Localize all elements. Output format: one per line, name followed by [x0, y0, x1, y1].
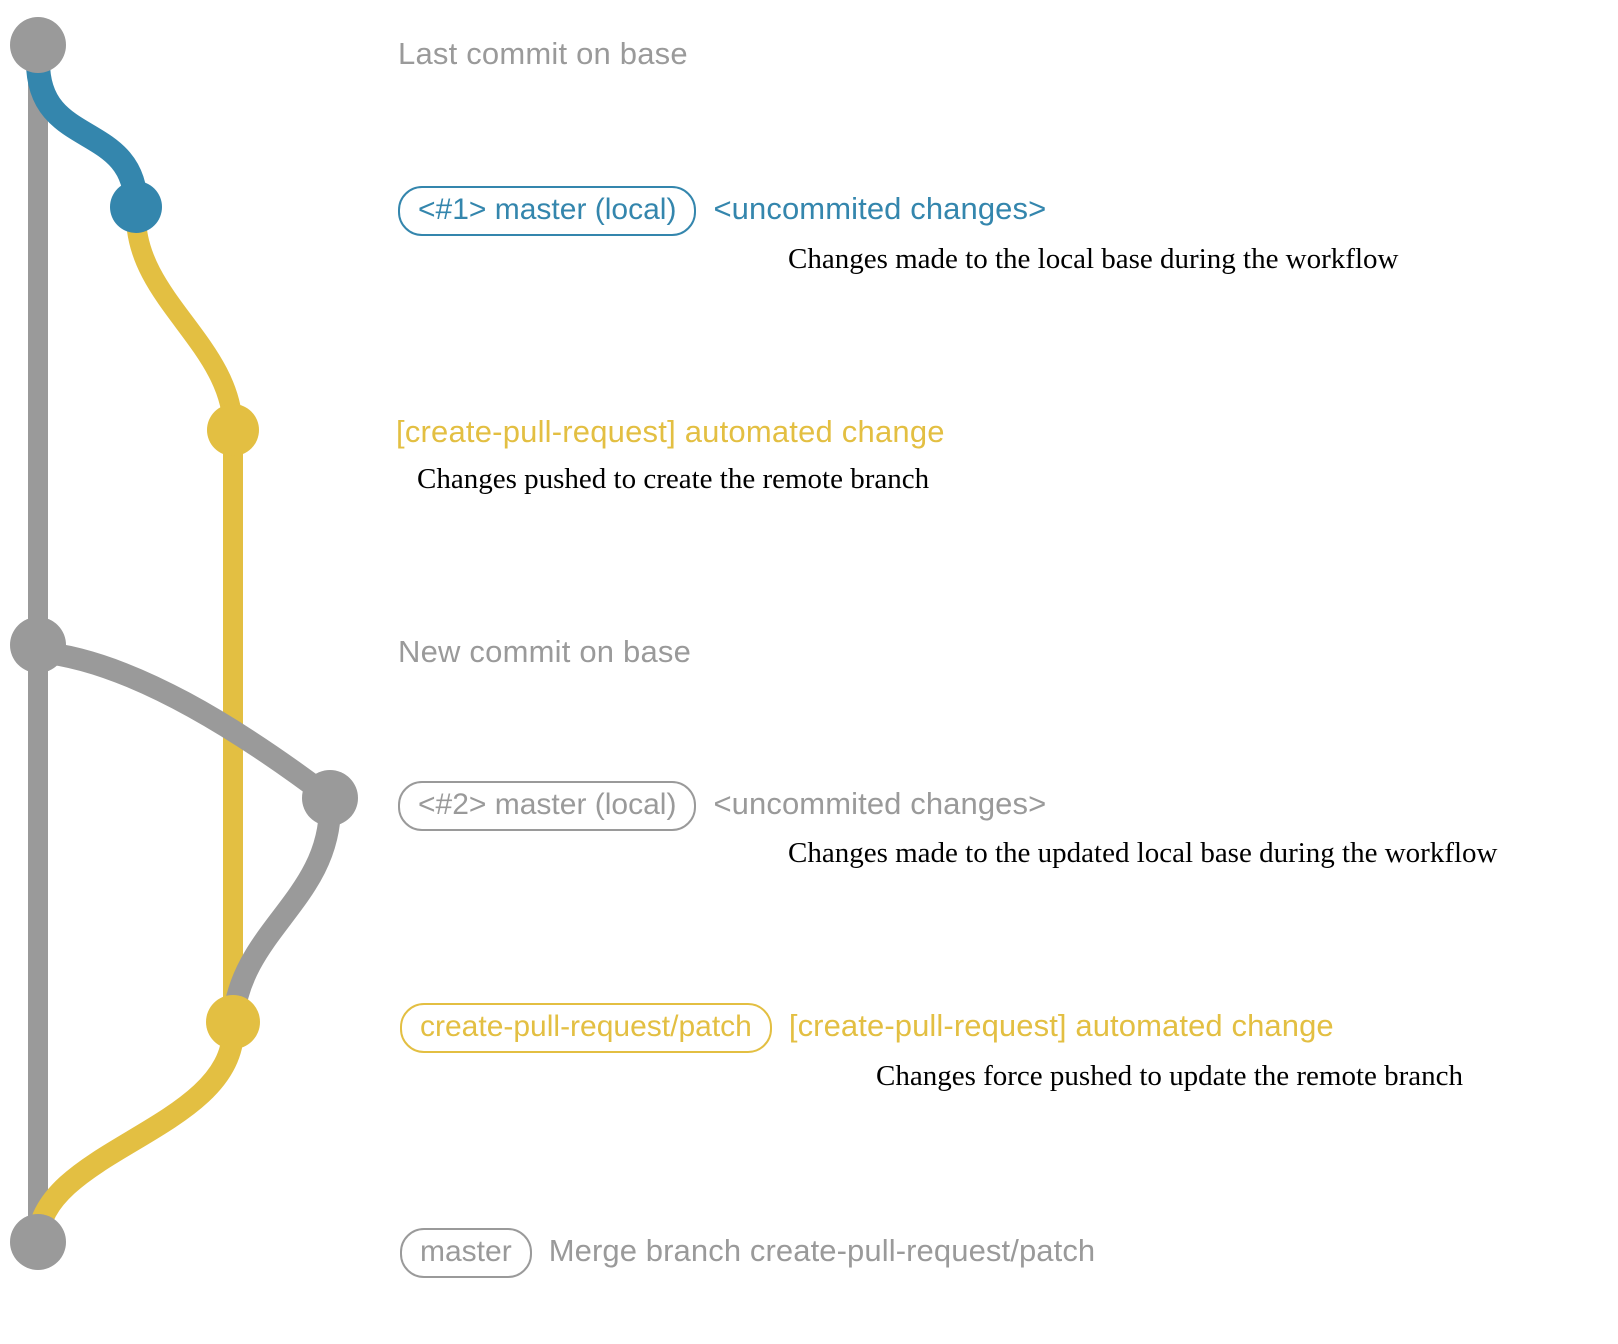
commit-description-patch-2: Changes force pushed to update the remot…: [876, 1060, 1464, 1092]
commit-message-patch-2: [create-pull-request] automated change: [788, 1008, 1334, 1043]
yellow-branch-line-1: [126, 206, 243, 440]
blue-branch-line: [26, 50, 148, 219]
row-local-2: <#2> master (local) <uncommited changes>: [398, 781, 1046, 831]
commit-message-local-2: <uncommited changes>: [713, 786, 1047, 821]
commit-message-new-commit-on-base: New commit on base: [398, 634, 692, 669]
branch-badge-patch-2[interactable]: create-pull-request/patch: [400, 1003, 772, 1053]
commit-description-local-2: Changes made to the updated local base d…: [788, 837, 1498, 869]
commit-message-last-commit-on-base: Last commit on base: [398, 36, 688, 71]
commit-node-base-last[interactable]: [10, 17, 66, 73]
row-local-1: <#1> master (local) <uncommited changes>: [398, 186, 1046, 236]
commit-description-local-1: Changes made to the local base during th…: [788, 243, 1399, 275]
commit-node-merge[interactable]: [10, 1214, 66, 1270]
commit-message-local-1: <uncommited changes>: [713, 191, 1047, 226]
commit-node-local-2[interactable]: [302, 770, 358, 826]
commit-node-local-1[interactable]: [110, 181, 162, 233]
branch-badge-local-2[interactable]: <#2> master (local): [398, 781, 697, 831]
grey-branch-line-to-patch2: [222, 795, 341, 1033]
yellow-merge-line: [27, 1019, 244, 1253]
git-commit-graph: [10, 17, 358, 1270]
branch-badge-master[interactable]: master: [400, 1228, 532, 1278]
commit-node-patch-1[interactable]: [207, 404, 259, 456]
branch-badge-local-1[interactable]: <#1> master (local): [398, 186, 697, 236]
commit-description-patch-1: Changes pushed to create the remote bran…: [417, 463, 930, 495]
commit-message-merge: Merge branch create-pull-request/patch: [548, 1233, 1096, 1268]
row-merge: master Merge branch create-pull-request/…: [400, 1228, 1095, 1278]
commit-node-base-new[interactable]: [10, 617, 66, 673]
row-patch-2: create-pull-request/patch [create-pull-r…: [400, 1003, 1334, 1053]
commit-node-patch-2[interactable]: [206, 995, 260, 1049]
grey-branch-line-to-local2: [27, 641, 341, 809]
commit-message-patch-1: [create-pull-request] automated change: [396, 414, 945, 449]
